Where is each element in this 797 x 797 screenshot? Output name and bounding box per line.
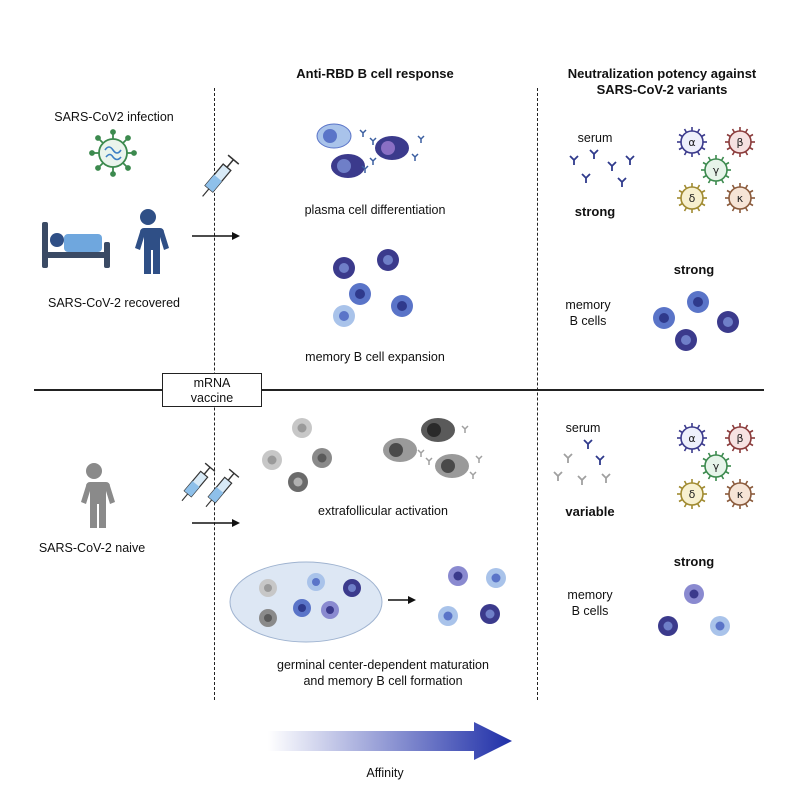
germinal-center: [229, 561, 383, 643]
variant-2: γ: [701, 451, 731, 481]
naive-label: SARS-CoV-2 naive: [38, 541, 146, 555]
variant-1: β: [725, 127, 755, 157]
header-neutralization-line2: SARS-CoV-2 variants: [596, 82, 728, 97]
variant-label: α: [688, 136, 695, 149]
bottom-memory-cells: [658, 584, 730, 636]
divider-horizontal: [34, 389, 764, 391]
top-variant-cluster: α β γ δ κ: [677, 127, 755, 213]
germinal-label-line2: and memory B cell formation: [303, 674, 463, 688]
header-b-cell-response: Anti-RBD B cell response: [296, 66, 454, 81]
variant-2: γ: [701, 155, 731, 185]
syringe-icon-2: [205, 468, 240, 508]
recovered-person-icon: [135, 209, 169, 274]
top-memory-line2: B cells: [569, 314, 607, 328]
germinal-arrow: [388, 596, 416, 604]
divider-right: [537, 88, 538, 700]
syringe-icon-1: [181, 462, 216, 502]
top-memory-cells: [653, 291, 739, 351]
bottom-memory-potency: strong: [673, 554, 715, 569]
extrafollicular-label: extrafollicular activation: [318, 504, 448, 518]
memory-cells-top: [333, 249, 413, 327]
syringe-icon: [202, 154, 240, 197]
variant-4: κ: [725, 183, 755, 213]
variant-3: δ: [677, 479, 707, 509]
top-memory-potency: strong: [673, 262, 715, 277]
bed-icon: [42, 222, 110, 268]
memory-expansion-label: memory B cell expansion: [305, 350, 445, 364]
infection-label: SARS-CoV2 infection: [54, 110, 174, 124]
variant-label: β: [736, 432, 743, 445]
top-serum-label: serum: [577, 131, 613, 145]
bottom-memory-line2: B cells: [571, 604, 609, 618]
variant-4: κ: [725, 479, 755, 509]
recovered-label: SARS-CoV-2 recovered: [47, 296, 181, 310]
variant-label: α: [688, 432, 695, 445]
plasma-cell-label: plasma cell differentiation: [304, 203, 446, 217]
variant-1: β: [725, 423, 755, 453]
variant-3: δ: [677, 183, 707, 213]
affinity-label: Affinity: [366, 766, 404, 780]
bottom-serum-potency: variable: [565, 504, 615, 519]
affinity-arrow: [268, 722, 512, 760]
variant-label: γ: [713, 164, 720, 177]
bottom-memory-line1: memory: [567, 588, 613, 602]
extrafollicular-cells: [262, 418, 483, 492]
germinal-label-line1: germinal center-dependent maturation: [277, 658, 489, 672]
variant-label: γ: [713, 460, 720, 473]
bottom-variant-cluster: α β γ δ κ: [677, 423, 755, 509]
variant-label: κ: [737, 488, 744, 501]
top-memory-line1: memory: [565, 298, 611, 312]
bottom-serum-antibodies: [553, 439, 611, 485]
variant-label: δ: [689, 192, 696, 205]
top-serum-potency: strong: [574, 204, 616, 219]
bottom-serum-label: serum: [565, 421, 601, 435]
variant-label: κ: [737, 192, 744, 205]
variant-0: α: [677, 423, 707, 453]
virus-icon: [89, 129, 137, 177]
germinal-output-cells: [438, 566, 506, 626]
mrna-vaccine-box: mRNA vaccine: [162, 373, 262, 407]
naive-person-icon: [81, 463, 115, 528]
variant-0: α: [677, 127, 707, 157]
header-neutralization-line1: Neutralization potency against: [567, 66, 757, 81]
variant-label: δ: [689, 488, 696, 501]
top-arrow: [192, 232, 240, 240]
plasma-cells-top: [316, 123, 425, 178]
top-serum-antibodies: [569, 149, 635, 187]
variant-label: β: [736, 136, 743, 149]
bottom-arrow: [192, 519, 240, 527]
